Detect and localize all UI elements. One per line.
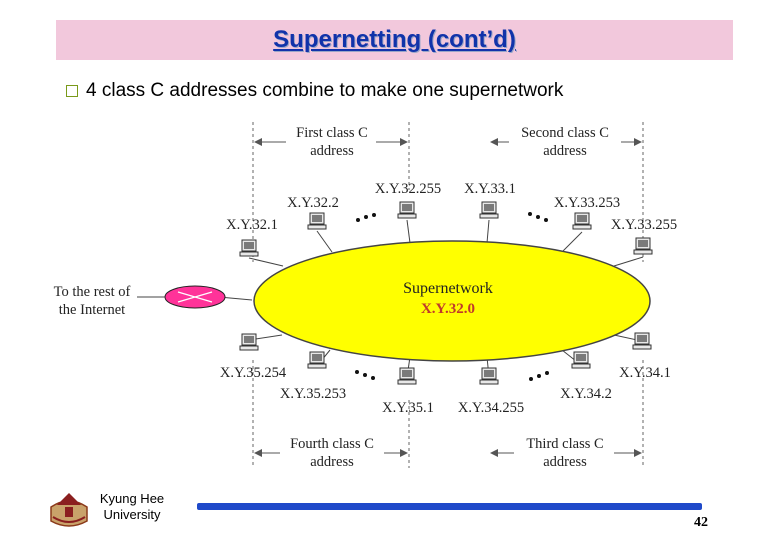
university-name: Kyung Hee University [92, 491, 172, 523]
host-label: X.Y.33.1 [464, 181, 516, 197]
host-label: X.Y.34.1 [619, 365, 671, 381]
footer-bar [197, 503, 702, 510]
host-label: X.Y.32.255 [375, 181, 441, 197]
supernetwork-label: Supernetwork [403, 280, 493, 297]
host-label: X.Y.35.254 [220, 365, 287, 381]
host-label: X.Y.34.255 [458, 400, 524, 416]
computer-icon [480, 368, 498, 384]
computer-icon [634, 238, 652, 254]
supernetwork-address: X.Y.32.0 [421, 301, 475, 317]
host-label: X.Y.34.2 [560, 386, 612, 402]
computer-icon [398, 368, 416, 384]
computer-icon [633, 333, 651, 349]
computer-icon [573, 213, 591, 229]
router-icon [165, 286, 225, 308]
page-number: 42 [694, 515, 708, 531]
host-label: X.Y.35.1 [382, 400, 434, 416]
host-label: X.Y.35.253 [280, 386, 346, 402]
computer-icon [240, 334, 258, 350]
computer-icon [240, 240, 258, 256]
host-label: X.Y.32.2 [287, 195, 339, 211]
computer-icon [308, 352, 326, 368]
university-name-text: Kyung Hee University [100, 491, 164, 522]
computer-icon [480, 202, 498, 218]
host-label: X.Y.32.1 [226, 217, 278, 233]
host-label: X.Y.33.253 [554, 195, 620, 211]
computer-icon [398, 202, 416, 218]
computer-icon [308, 213, 326, 229]
host-label: X.Y.33.255 [611, 217, 677, 233]
university-logo-icon [47, 487, 91, 529]
computer-icon [572, 352, 590, 368]
